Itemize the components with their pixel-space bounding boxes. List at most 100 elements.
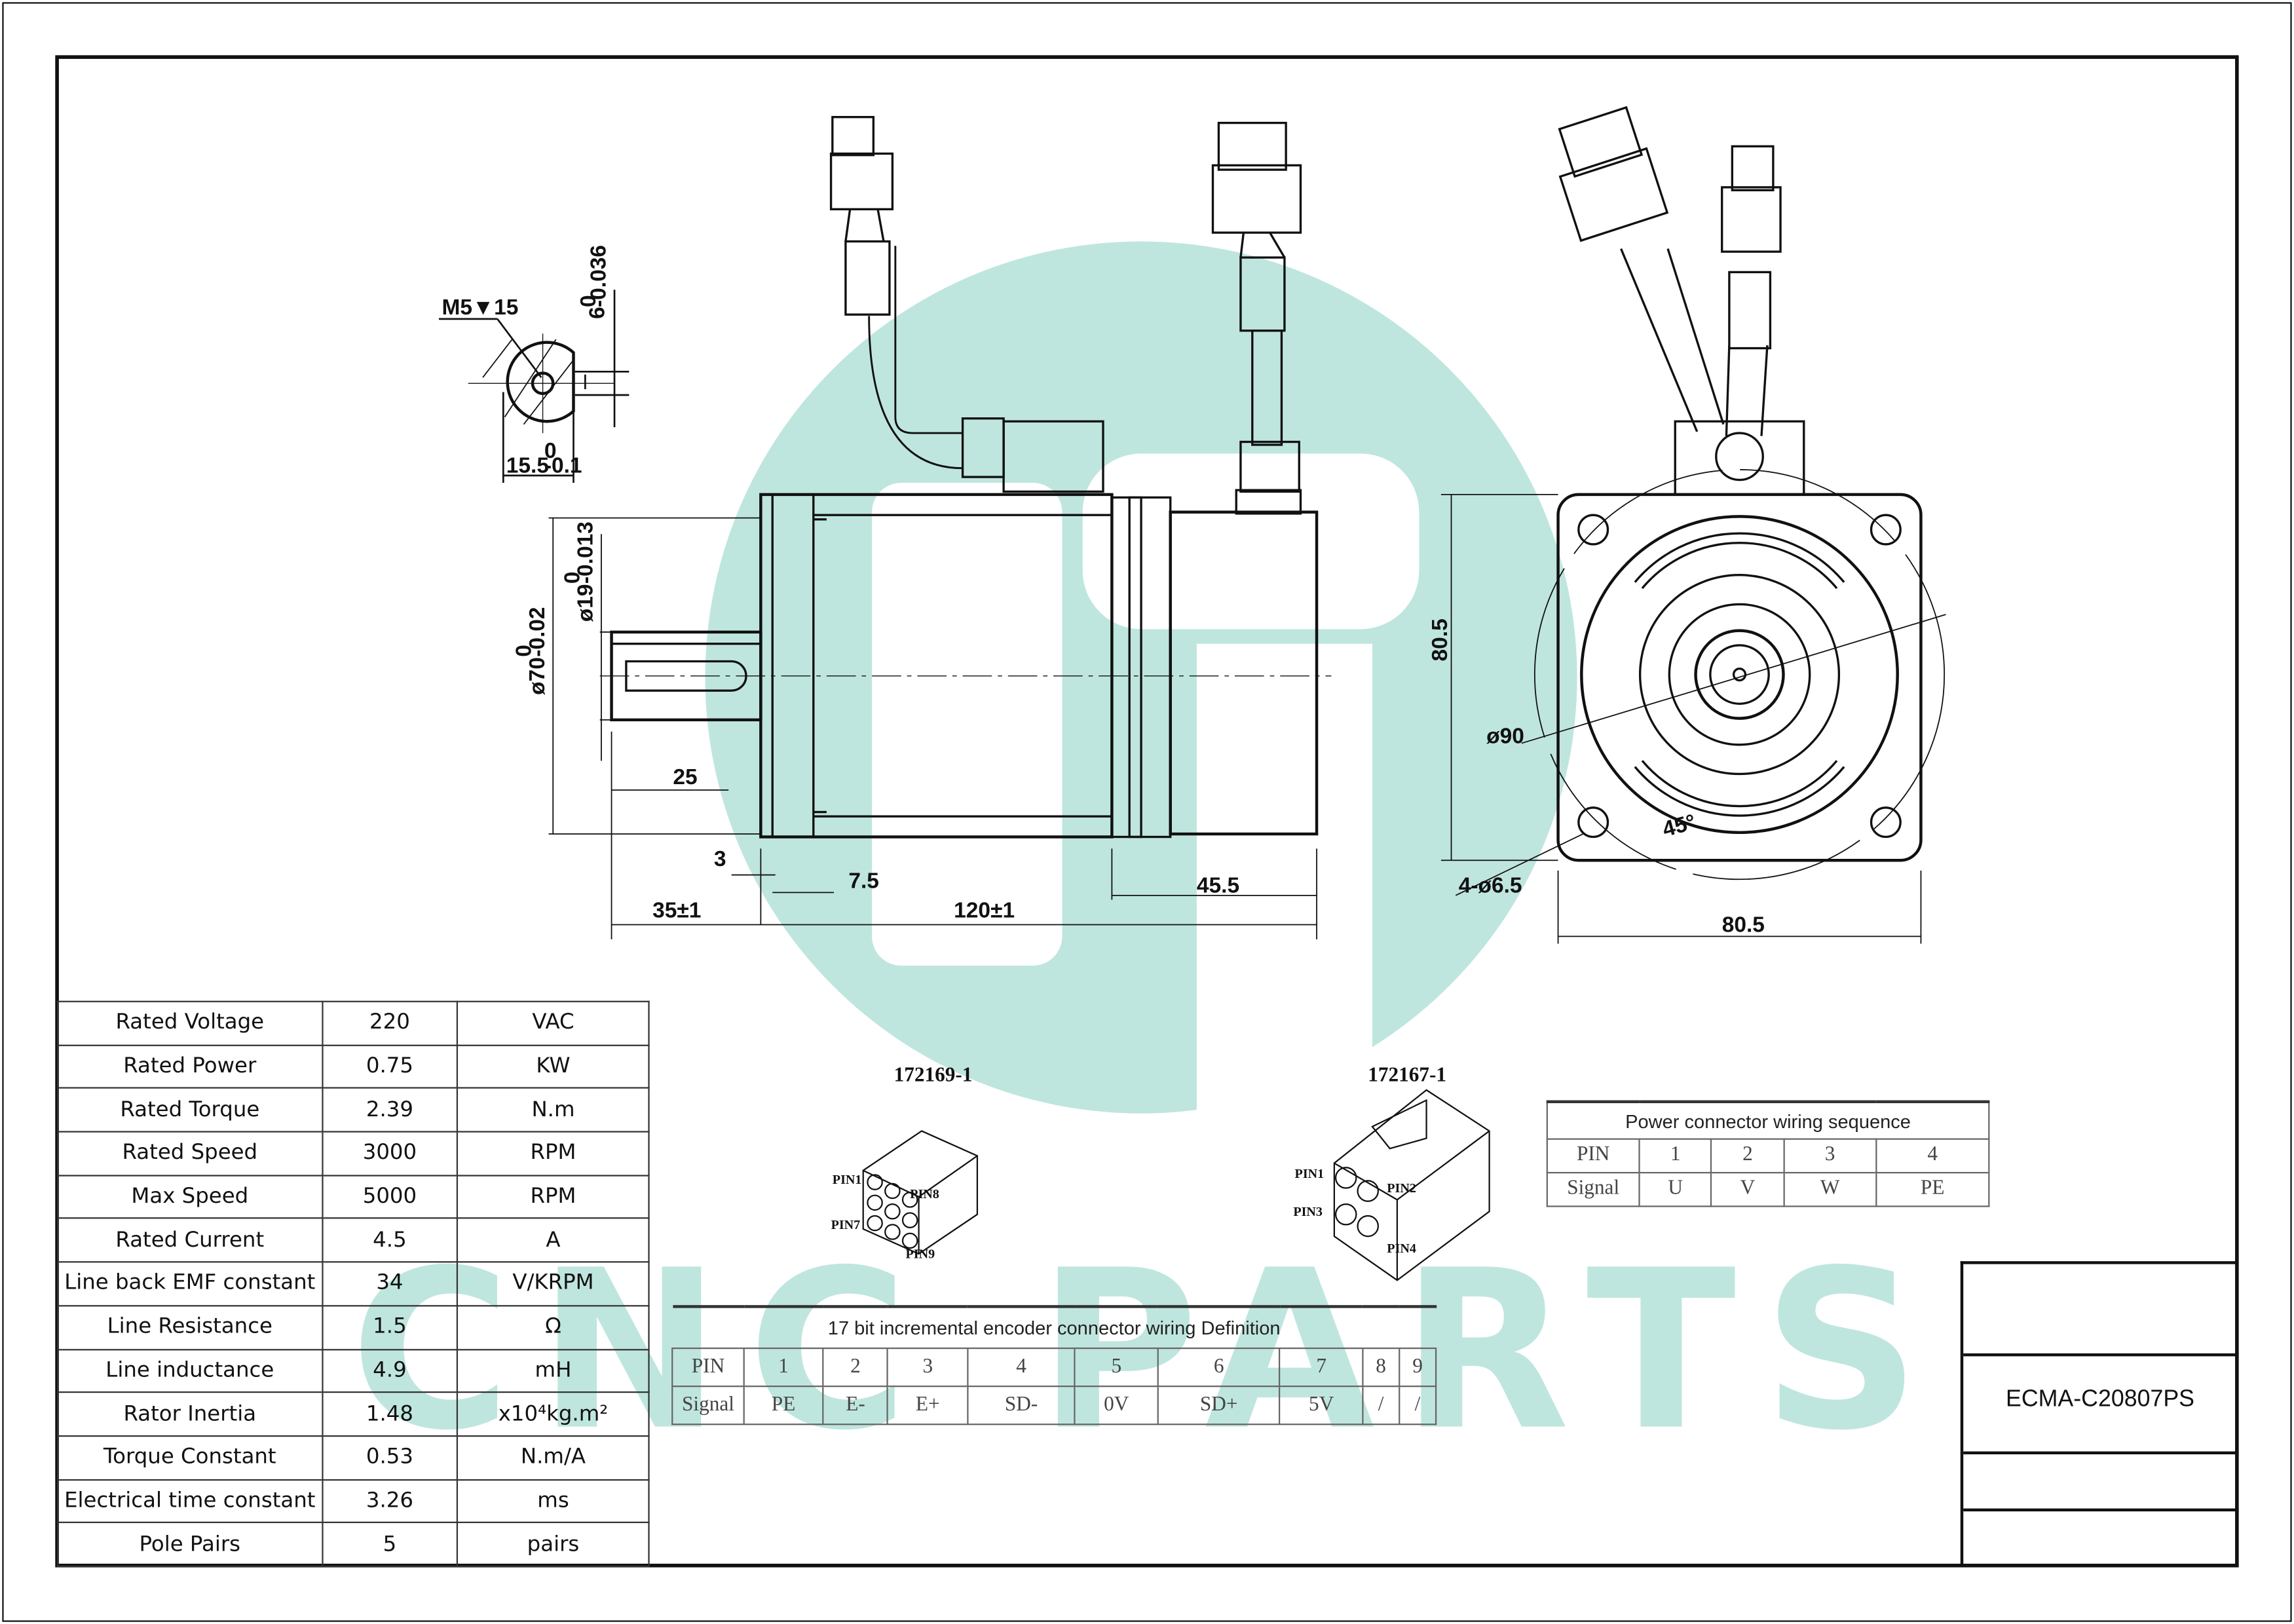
spec-value: 0.53 (321, 1435, 459, 1481)
power-connector-part: 172167-1 (1368, 1063, 1446, 1086)
spec-name: Rated Power (57, 1044, 323, 1089)
key-width-tol-upper: 0 (576, 295, 601, 307)
encoder-pin-label: PIN1 (833, 1173, 862, 1187)
encoder-pin-signal: / (1362, 1386, 1401, 1426)
encoder-table-title: 17 bit incremental encoder connector wir… (672, 1305, 1437, 1350)
spec-unit: VAC (457, 1000, 650, 1046)
front-height-dim: 80.5 (1428, 618, 1452, 661)
angle-dim: 45° (1660, 810, 1699, 842)
encoder-pin-number: 4 (966, 1347, 1076, 1388)
motor-front-view (1440, 105, 1946, 944)
power-pin-label: PIN3 (1293, 1205, 1323, 1219)
inner-frame (55, 55, 2239, 1568)
encoder-pin-label: PIN9 (905, 1247, 935, 1262)
flat-depth-tol-upper: 0 (544, 439, 557, 463)
power-pin-signal: PE (1875, 1171, 1990, 1207)
spec-unit: RPM (457, 1174, 650, 1220)
encoder-pin-number: 2 (822, 1347, 889, 1388)
encoder-pin-label: PIN7 (831, 1218, 861, 1232)
spec-value: 3.26 (321, 1479, 459, 1524)
spec-unit: Ω (457, 1304, 650, 1350)
spec-name: Rator Inertia (57, 1391, 323, 1437)
pin-header: PIN (671, 1347, 745, 1388)
spec-name: Rated Speed (57, 1131, 323, 1177)
spec-name: Rated Voltage (57, 1000, 323, 1046)
title-block-divider (1963, 1353, 2237, 1357)
pilot-length-dim: 7.5 (848, 869, 879, 894)
encoder-pin-signal: SD+ (1157, 1386, 1281, 1426)
power-pin-label: PIN2 (1387, 1181, 1416, 1196)
spec-name: Line inductance (57, 1348, 323, 1393)
spec-unit: V/KRPM (457, 1261, 650, 1306)
encoder-connector-part: 172169-1 (894, 1063, 973, 1086)
spec-value: 4.5 (321, 1218, 459, 1263)
encoder-pin-number: 5 (1074, 1347, 1159, 1388)
spec-name: Rated Torque (57, 1087, 323, 1133)
spec-unit: N.m (457, 1087, 650, 1133)
spec-name: Electrical time constant (57, 1479, 323, 1524)
spec-value: 5 (321, 1522, 459, 1567)
spec-unit: KW (457, 1044, 650, 1089)
model-number: ECMA-C20807PS (2006, 1387, 2195, 1412)
thread-label: M5▼15 (442, 295, 518, 320)
encoder-connector-illustration (862, 1130, 979, 1255)
power-pin-label: PIN4 (1387, 1241, 1416, 1256)
spec-value: 0.75 (321, 1044, 459, 1089)
spec-unit: pairs (457, 1522, 650, 1567)
encoder-wiring-table: 17 bit incremental encoder connector wir… (671, 1305, 1437, 1426)
spec-name: Rated Current (57, 1218, 323, 1263)
shaft-tol-upper: 0 (560, 571, 584, 584)
spec-value: 2.39 (321, 1087, 459, 1133)
spec-value: 4.9 (321, 1348, 459, 1393)
shaft-dia-dim: ø19 (574, 584, 598, 622)
motor-side-view (548, 115, 1332, 939)
flange-thickness-dim: 3 (714, 847, 726, 871)
title-block: ECMA-C20807PS (1960, 1261, 2237, 1566)
power-pin-signal: W (1783, 1171, 1877, 1207)
spec-name: Line Resistance (57, 1304, 323, 1350)
spec-value: 3000 (321, 1131, 459, 1177)
signal-header: Signal (671, 1386, 745, 1426)
encoder-pin-signal: 0V (1074, 1386, 1159, 1426)
shaft-section-view (439, 290, 630, 483)
power-pin-number: 2 (1710, 1138, 1785, 1174)
flat-depth-dim: 15.5 (506, 453, 549, 478)
spec-name: Line back EMF constant (57, 1261, 323, 1306)
spec-name: Max Speed (57, 1174, 323, 1220)
body-length-dim: 120±1 (954, 898, 1015, 922)
encoder-pin-number: 9 (1398, 1347, 1437, 1388)
pilot-tol-lower: -0.02 (525, 607, 550, 656)
power-pin-number: 1 (1638, 1138, 1712, 1174)
spec-unit: N.m/A (457, 1435, 650, 1481)
key-width-dim: 6 (585, 307, 609, 319)
spec-unit: x10⁴kg.m² (457, 1391, 650, 1437)
power-pin-signal: V (1710, 1171, 1785, 1207)
encoder-pin-number: 1 (743, 1347, 824, 1388)
bolt-circle-dim: ø90 (1486, 725, 1524, 749)
spec-value: 1.5 (321, 1304, 459, 1350)
spec-value: 34 (321, 1261, 459, 1306)
front-width-dim: 80.5 (1722, 913, 1765, 937)
spec-value: 220 (321, 1000, 459, 1046)
spec-name: Torque Constant (57, 1435, 323, 1481)
key-length-dim: 25 (673, 765, 697, 789)
pilot-tol-upper: 0 (512, 645, 536, 657)
power-connector-illustration (1333, 1089, 1490, 1281)
title-block-divider (1963, 1451, 2237, 1454)
